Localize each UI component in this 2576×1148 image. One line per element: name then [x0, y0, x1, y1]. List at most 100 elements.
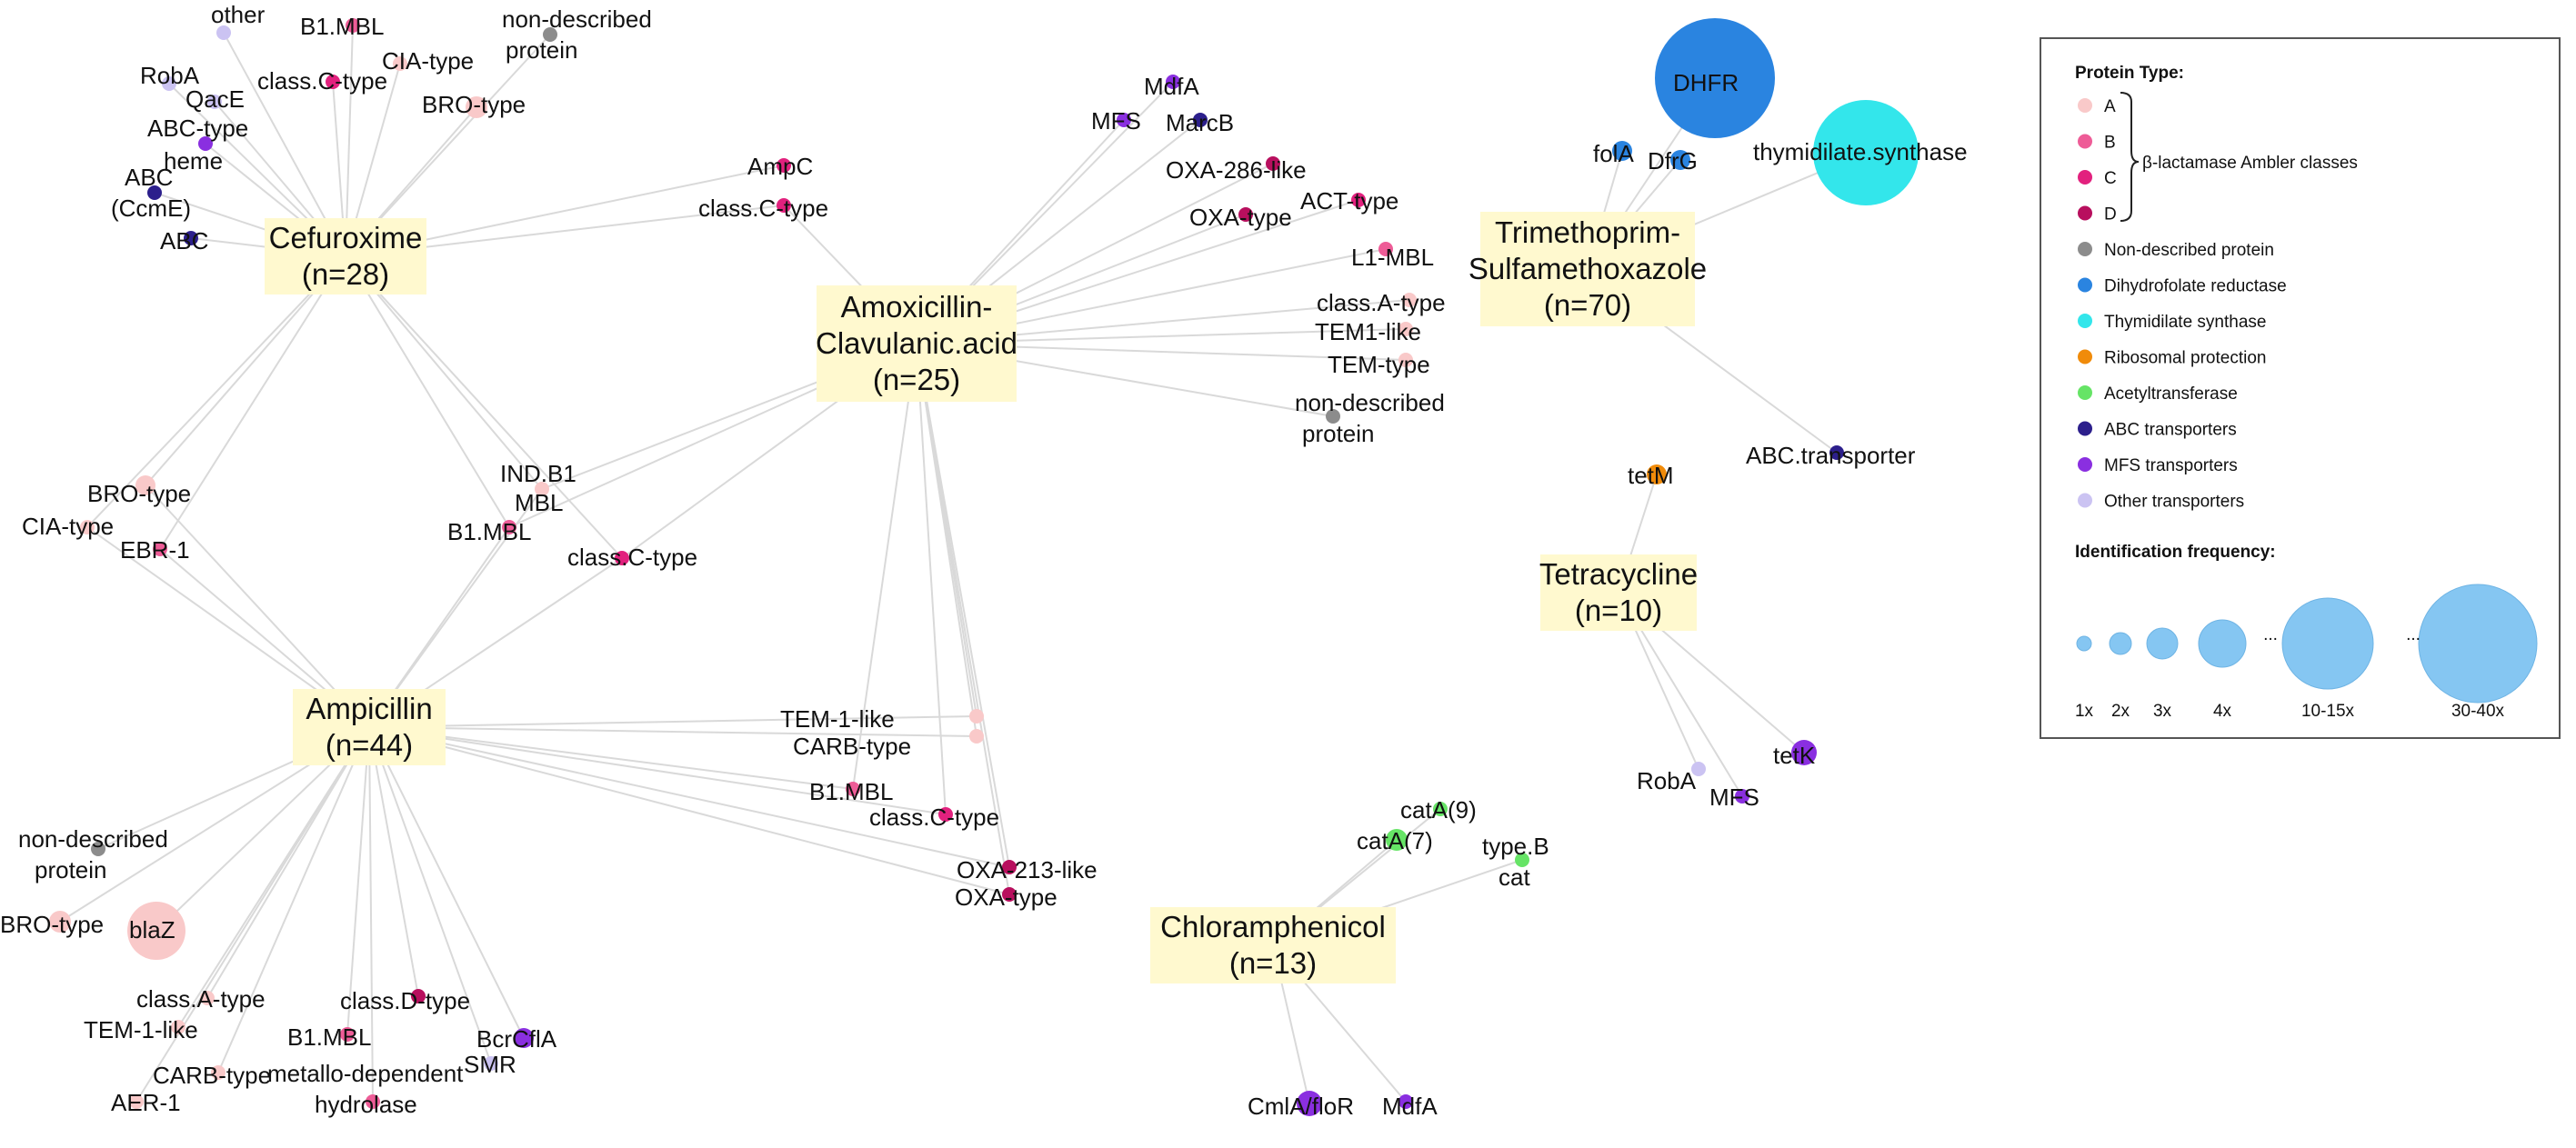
hub-label-tet: Tetracycline(n=10): [1539, 557, 1698, 627]
legend-swatch-abc-transporters: [2078, 421, 2092, 436]
node-label-class-c-type: class.C-type: [869, 804, 999, 831]
node-marcb: [1193, 113, 1208, 127]
node-label-oxa-type: OXA-type: [955, 883, 1057, 911]
hub-label-cef: Cefuroxime(n=28): [269, 221, 423, 291]
legend-label-ribosomal-protection: Ribosomal protection: [2104, 349, 2266, 368]
edge-amx-carb-type: [916, 343, 977, 737]
node-label-bro-type: BRO-type: [87, 480, 191, 507]
node-label-dfrg: DfrG: [1648, 147, 1698, 175]
node-abc-ccme: [147, 185, 162, 200]
legend-freq-ellipsis-1: ...: [2263, 625, 2278, 644]
legend-freq-circle-10-15x: [2281, 597, 2374, 690]
legend-freq-label-1x: 1x: [2075, 702, 2094, 721]
node-label-marcb: MarcB: [1166, 109, 1234, 136]
node-label-tem-type: TEM-type: [1328, 351, 1430, 378]
legend-freq-label-2x: 2x: [2111, 702, 2130, 721]
node-carb-type: [211, 1065, 226, 1080]
node-thymidilate-synthase: [1813, 100, 1919, 205]
node-label-tem1-like: TEM1-like: [1315, 318, 1421, 345]
edge-amp-class-c-type: [368, 726, 947, 815]
node-bro-type: [49, 911, 71, 933]
node-label-b1-mbl: B1.MBL: [287, 1023, 372, 1051]
hub-label-chl: Chloramphenicol(n=13): [1160, 910, 1386, 980]
node-label-carb-type: CARB-type: [153, 1062, 271, 1089]
legend-swatch-other-transporters: [2078, 493, 2092, 508]
node-carb-type: [969, 729, 984, 744]
node-label-class-d-type: class.D-type: [340, 987, 470, 1014]
node-cata-9: [1433, 802, 1448, 816]
node-b1-mbl: [502, 520, 516, 534]
node-b1-mbl: [846, 782, 860, 796]
node-bcrcfla: [514, 1028, 534, 1048]
legend-freq-circle-2x: [2109, 632, 2132, 655]
node-label-blaz: blaZ: [129, 916, 175, 943]
node-cata-7: [1386, 829, 1408, 851]
hub-box-tms: [1480, 212, 1695, 326]
node-label-l1-mbl: L1-MBL: [1351, 244, 1434, 271]
edge-amp-smr: [368, 726, 492, 1064]
node-label-carb-type: CARB-type: [793, 733, 911, 760]
legend-item-mfs-transporters: MFS transporters: [2078, 456, 2238, 475]
hub-box-amp: [293, 689, 446, 765]
legend-swatch-non-described-protein: [2078, 242, 2092, 256]
node-roba: [1691, 762, 1706, 776]
edge-cef-ind-b1-mbl: [345, 255, 543, 490]
legend-swatch-a: [2078, 98, 2092, 113]
node-qace: [207, 95, 222, 109]
edge-cef-class-c-type: [345, 255, 623, 559]
node-label-cata-7: catA(7): [1357, 827, 1433, 854]
legend-freq-label-30-40x: 30-40x: [2451, 702, 2505, 721]
node-label-b1-mbl: B1.MBL: [300, 13, 385, 40]
node-mfs: [1735, 789, 1749, 804]
node-fola: [1612, 141, 1632, 161]
legend-label-d: D: [2104, 205, 2117, 225]
edge-amp-aer-1: [135, 726, 370, 1103]
node-label-tetm: tetM: [1628, 462, 1674, 489]
node-abc-transporter: [1829, 445, 1844, 460]
node-label-class-c-type: class.C-type: [567, 544, 697, 571]
legend-label-dihydrofolate-reductase: Dihydrofolate reductase: [2104, 277, 2287, 296]
node-dfrg: [1670, 150, 1690, 170]
legend-swatch-ribosomal-protection: [2078, 349, 2092, 364]
legend-swatch-mfs-transporters: [2078, 457, 2092, 472]
node-roba: [162, 76, 176, 91]
node-class-d-type: [411, 989, 426, 1003]
node-non-described-protein: [91, 842, 105, 856]
edge-amp-b1-mbl: [368, 726, 854, 790]
node-non-described-protein: [543, 27, 557, 42]
legend-label-a: A: [2104, 97, 2116, 116]
edge-amp-oxa-type: [368, 726, 1010, 895]
node-label-mfs: MFS: [1091, 107, 1141, 135]
node-class-a-type: [200, 991, 215, 1005]
node-label-bro-type: BRO-type: [0, 911, 104, 938]
node-label-b1-mbl: B1.MBL: [809, 778, 894, 805]
legend-freq-title: Identification frequency:: [2075, 543, 2276, 562]
hub-cef: Cefuroxime(n=28): [265, 218, 426, 294]
node-mdfa: [1166, 75, 1180, 89]
node-smr: [484, 1056, 498, 1071]
legend-label-c: C: [2104, 169, 2117, 188]
legend-freq-label-10-15x: 10-15x: [2301, 702, 2355, 721]
node-ebr-1: [153, 542, 167, 556]
edge-cef-ebr-1: [159, 255, 346, 550]
node-label-cmla-flor: CmlA/floR: [1248, 1093, 1354, 1120]
hub-label-tms: Trimethoprim-Sulfamethoxazole(n=70): [1468, 215, 1707, 322]
legend-bracket-label: β-lactamase Ambler classes: [2142, 154, 2358, 173]
node-aer-1: [129, 1094, 144, 1109]
hub-box-chl: [1150, 907, 1396, 983]
legend-label-non-described-protein: Non-described protein: [2104, 241, 2274, 260]
node-label-mdfa: MdfA: [1144, 73, 1199, 100]
legend-item-other-transporters: Other transporters: [2078, 493, 2244, 512]
node-tetm: [1647, 464, 1667, 484]
hub-box-amx: [817, 285, 1017, 402]
legend-freq-circle-30-40x: [2418, 584, 2538, 704]
node-mdfa: [1398, 1094, 1413, 1109]
node-label-dhfr: DHFR: [1673, 69, 1739, 96]
node-non-described-protein: [1326, 409, 1340, 424]
